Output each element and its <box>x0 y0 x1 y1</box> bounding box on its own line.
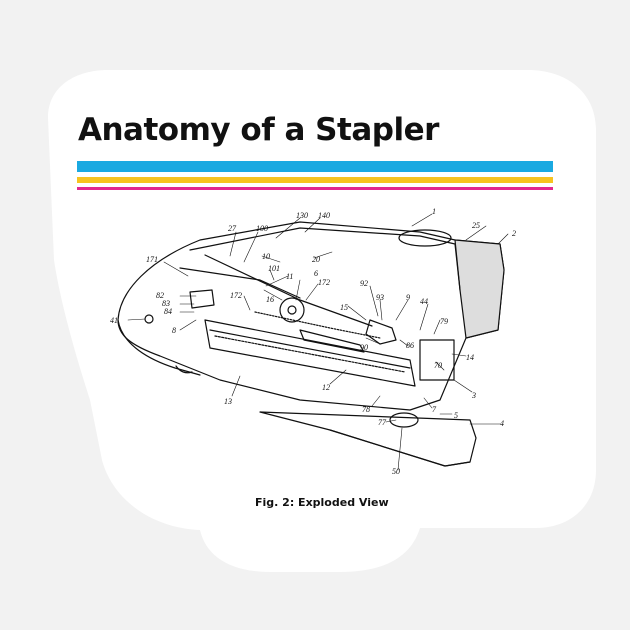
stapler-body <box>117 221 505 411</box>
part-label: 101 <box>268 264 280 273</box>
part-label: 79 <box>440 317 448 326</box>
part-label: 172 <box>230 291 242 300</box>
leader-lines <box>127 213 509 471</box>
part-label: 86 <box>406 341 414 350</box>
part-label: 1 <box>432 207 436 216</box>
part-label: 70 <box>434 361 442 370</box>
part-label: 92 <box>360 279 368 288</box>
part-label: 15 <box>340 303 348 312</box>
part-label: 25 <box>472 221 480 230</box>
part-label: 90 <box>360 343 368 352</box>
part-label: 14 <box>466 353 474 362</box>
part-label: 7 <box>432 405 437 414</box>
magazine-rail <box>209 329 411 369</box>
part-label: 93 <box>376 293 384 302</box>
figure-caption: Fig. 2: Exploded View <box>255 496 389 509</box>
driver-arm <box>365 319 397 345</box>
part-label: 78 <box>362 405 370 414</box>
part-label: 20 <box>312 255 320 264</box>
page-title: Anatomy of a Stapler <box>78 112 439 148</box>
part-label: 44 <box>420 297 428 306</box>
lever <box>179 267 301 299</box>
part-label: 140 <box>318 211 330 220</box>
magenta-stripe <box>77 187 553 190</box>
staple-strip <box>214 335 406 373</box>
flywheel-hub <box>287 305 297 315</box>
base-plate-edge <box>329 429 471 467</box>
part-label: 10 <box>262 252 270 261</box>
part-label: 171 <box>146 255 158 264</box>
front-block <box>419 339 455 381</box>
part-label: 12 <box>322 383 330 392</box>
sticker-shape <box>48 70 596 572</box>
part-label: 84 <box>164 307 172 316</box>
drive-rod <box>204 254 373 327</box>
part-label: 16 <box>266 295 274 304</box>
part-label: 172 <box>318 278 330 287</box>
pusher-bar <box>299 329 365 353</box>
part-label: 11 <box>286 272 293 281</box>
nose-tip <box>175 365 193 374</box>
part-label: 50 <box>392 467 400 476</box>
part-label: 83 <box>162 299 170 308</box>
top-cover <box>189 227 461 291</box>
pivot-screw <box>144 314 154 324</box>
part-label: 6 <box>314 269 318 278</box>
part-label: 13 <box>224 397 232 406</box>
part-label: 41 <box>110 316 118 325</box>
part-label: 8 <box>172 326 176 335</box>
part-label: 3 <box>471 391 476 400</box>
part-label: 100 <box>256 224 268 233</box>
cyan-stripe <box>77 161 553 172</box>
part-label: 5 <box>454 411 458 420</box>
part-label: 130 <box>296 211 308 220</box>
flywheel <box>279 297 305 323</box>
base-plate <box>259 411 477 467</box>
part-label: 27 <box>228 224 237 233</box>
rear-latch <box>189 289 215 309</box>
plunger-cap <box>398 229 452 247</box>
plunger-housing <box>454 239 505 339</box>
magazine-channel <box>204 319 416 387</box>
part-label: 2 <box>512 229 516 238</box>
yellow-stripe <box>77 177 553 183</box>
anvil-disc <box>389 412 419 428</box>
stapler-nose <box>117 319 201 376</box>
part-label: 82 <box>156 291 164 300</box>
part-label: 4 <box>500 419 504 428</box>
spring <box>254 311 381 339</box>
part-label: 77 <box>378 418 387 427</box>
part-label: 9 <box>406 293 410 302</box>
part-labels: 1 2 25 130 140 27 100 171 10 20 101 11 6… <box>110 207 516 476</box>
